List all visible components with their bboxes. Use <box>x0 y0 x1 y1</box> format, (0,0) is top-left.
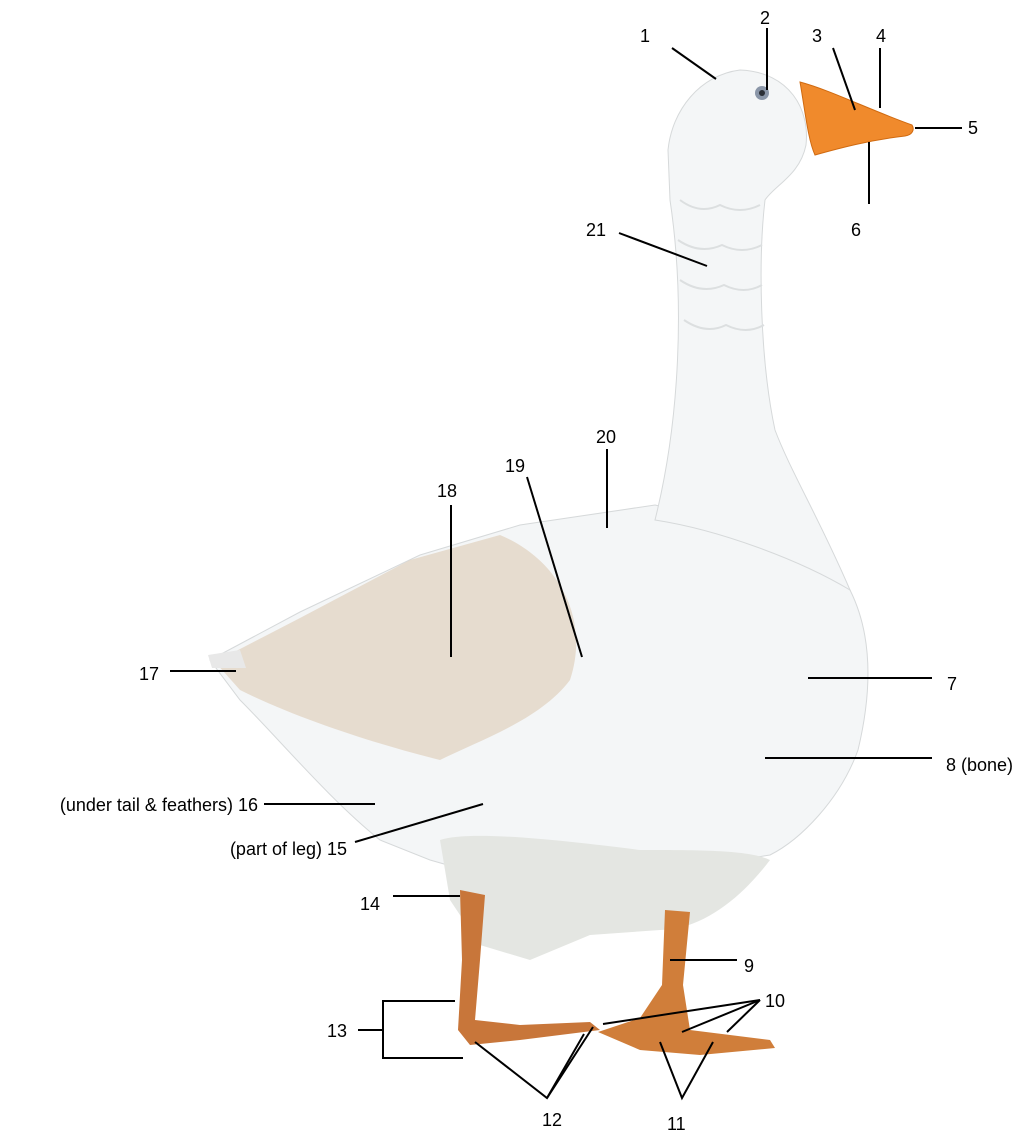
label-2: 2 <box>760 8 770 28</box>
label-3: 3 <box>812 26 822 46</box>
label-6: 6 <box>851 220 861 240</box>
label-5: 5 <box>968 118 978 138</box>
label-7: 7 <box>947 674 957 694</box>
goose-illustration <box>208 70 913 1055</box>
leader-1 <box>672 48 716 79</box>
leader-13-bracket <box>383 1001 463 1058</box>
label-14: 14 <box>360 894 380 914</box>
label-4: 4 <box>876 26 886 46</box>
leader-10b <box>682 1000 760 1032</box>
label-1: 1 <box>640 26 650 46</box>
goose-beak <box>800 82 913 155</box>
label-10: 10 <box>765 991 785 1011</box>
label-11: 11 <box>667 1114 686 1134</box>
label-13: 13 <box>327 1021 347 1041</box>
label-17: 17 <box>139 664 159 684</box>
label-18: 18 <box>437 481 457 501</box>
label-8: 8 (bone) <box>946 755 1013 775</box>
goose-underbody <box>440 836 770 960</box>
leader-12b <box>547 1034 584 1098</box>
label-12: 12 <box>542 1110 562 1130</box>
label-16: (under tail & feathers) 16 <box>60 795 258 815</box>
label-19: 19 <box>505 456 525 476</box>
goose-tail <box>208 650 246 668</box>
label-9: 9 <box>744 956 754 976</box>
label-21: 21 <box>586 220 606 240</box>
label-20: 20 <box>596 427 616 447</box>
label-15: (part of leg) 15 <box>230 839 347 859</box>
